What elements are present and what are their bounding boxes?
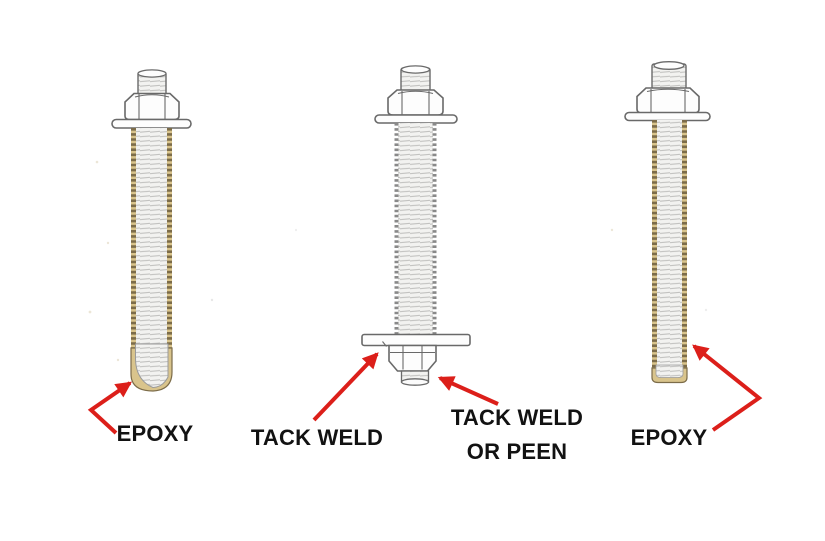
label-tack-weld: TACK WELD bbox=[251, 425, 383, 450]
epoxy-coating-bottom bbox=[130, 343, 173, 392]
hex-nut bbox=[387, 89, 444, 116]
epoxy-coating-bottom bbox=[651, 364, 688, 384]
threaded-rod bbox=[652, 120, 687, 370]
stud-tip bbox=[400, 65, 431, 92]
label-tack-weld-or-peen-line1: TACK WELD bbox=[451, 405, 583, 430]
bottom-hex-nut bbox=[388, 344, 437, 372]
threaded-rod bbox=[131, 128, 172, 352]
arrow-tack-weld bbox=[312, 352, 379, 422]
hex-nut bbox=[636, 87, 700, 114]
washer bbox=[111, 118, 192, 129]
threaded-rod bbox=[394, 123, 437, 335]
arrow-epoxy-right bbox=[692, 344, 763, 432]
label-epoxy-left: EPOXY bbox=[117, 421, 194, 446]
hex-nut bbox=[124, 92, 180, 121]
stud-tip bbox=[651, 61, 687, 90]
rod-end bbox=[400, 370, 430, 386]
anchor-diagram-epoxy-left bbox=[111, 69, 192, 392]
callout-arrows bbox=[87, 344, 763, 435]
washer bbox=[624, 111, 711, 122]
scan-specks bbox=[88, 160, 708, 362]
washer bbox=[374, 114, 458, 124]
tack-weld-mark bbox=[382, 341, 387, 347]
callout-labels: EPOXY TACK WELD TACK WELD OR PEEN EPOXY bbox=[117, 405, 708, 464]
arrow-epoxy-left bbox=[87, 381, 132, 435]
bearing-plate bbox=[361, 333, 471, 347]
stud-tip bbox=[137, 69, 167, 96]
anchor-diagram-tack-weld bbox=[361, 65, 471, 386]
label-epoxy-right: EPOXY bbox=[631, 425, 708, 450]
anchor-diagram-epoxy-right bbox=[624, 61, 711, 384]
arrow-tack-weld-or-peen bbox=[437, 376, 499, 406]
label-tack-weld-or-peen-line2: OR PEEN bbox=[467, 439, 567, 464]
